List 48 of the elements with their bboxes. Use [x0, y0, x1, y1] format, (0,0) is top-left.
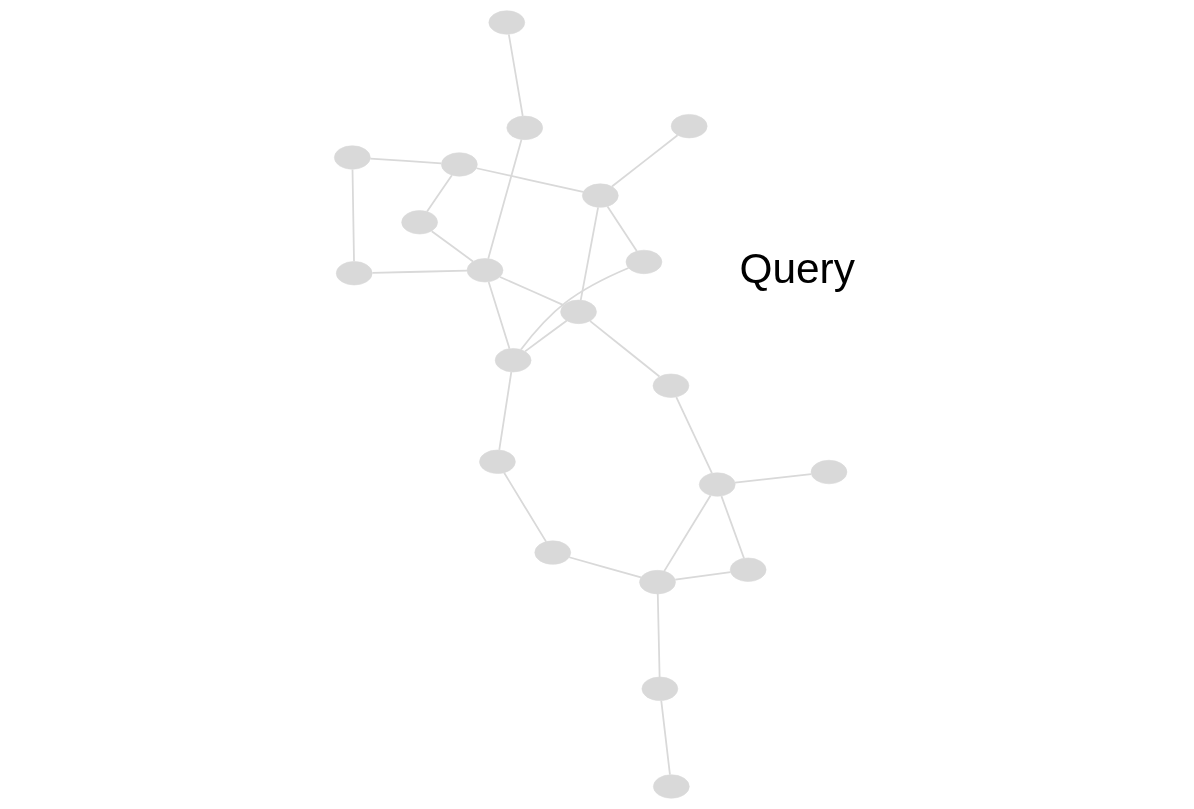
connector	[498, 371, 513, 451]
node-ellipse	[335, 261, 373, 286]
connector	[611, 134, 679, 188]
node-ellipse	[401, 210, 438, 235]
connector	[720, 495, 745, 560]
connector	[663, 494, 712, 572]
node-ellipse	[560, 299, 597, 324]
node-ellipse	[729, 557, 767, 582]
connector	[579, 206, 599, 301]
node-ellipse	[641, 676, 679, 701]
connector	[568, 556, 642, 579]
connector	[674, 571, 732, 581]
connector	[351, 168, 355, 263]
connector	[487, 281, 511, 350]
node-ellipse	[466, 258, 504, 283]
node-ellipse	[810, 459, 848, 485]
connector	[507, 33, 524, 117]
node-ellipse	[670, 114, 708, 139]
connector	[675, 396, 713, 475]
node-ellipse	[494, 348, 532, 373]
connector	[475, 167, 584, 193]
connector	[660, 699, 671, 776]
connector	[426, 174, 453, 213]
node-ellipse	[334, 145, 371, 170]
connector	[371, 269, 468, 274]
label: Query	[739, 244, 855, 292]
node-ellipse	[653, 774, 690, 799]
node-ellipse	[639, 570, 676, 595]
node-ellipse	[441, 152, 478, 177]
connector	[369, 157, 443, 165]
node-ellipse	[625, 249, 663, 275]
connector	[499, 276, 565, 307]
node-ellipse	[506, 115, 543, 140]
node-ellipse	[488, 10, 526, 35]
connector	[589, 320, 661, 378]
connector	[503, 471, 547, 543]
node-ellipse	[582, 183, 619, 208]
connector	[487, 138, 523, 260]
node-ellipse	[534, 540, 571, 565]
connector	[656, 593, 661, 678]
connector	[430, 230, 474, 263]
connector	[606, 205, 638, 252]
connector	[524, 319, 568, 353]
node-ellipse	[479, 449, 516, 474]
connector	[734, 473, 813, 484]
connector	[520, 267, 630, 351]
node-ellipse	[652, 373, 690, 398]
node-ellipse	[699, 472, 736, 497]
